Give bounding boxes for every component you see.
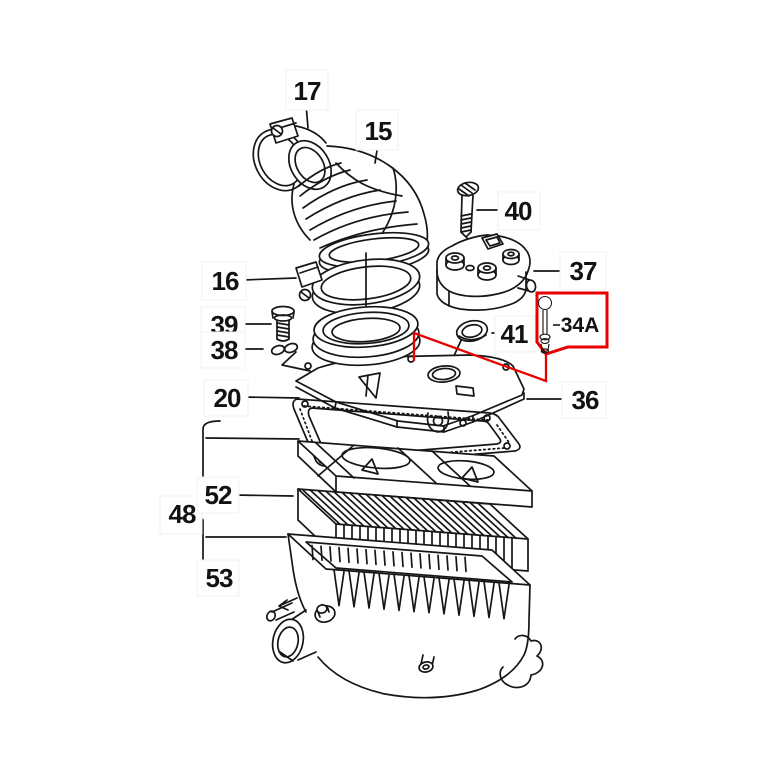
intake-hose-drawing	[252, 117, 430, 275]
highlight-contents: 34A	[538, 296, 600, 354]
svg-text:16: 16	[212, 266, 239, 296]
part-label-20[interactable]: 20	[203, 379, 249, 417]
lower-housing-53-drawing	[265, 533, 544, 699]
highlight-callout-34a[interactable]	[412, 291, 609, 383]
upper-frame-drawing	[297, 440, 533, 508]
part-labels: 17 15 40 16 37 39 38 41 20 36	[159, 69, 607, 597]
part-label-16[interactable]: 16	[201, 261, 247, 301]
svg-text:20: 20	[214, 383, 241, 413]
pin-34a-icon	[538, 296, 560, 354]
diagram-line-art	[195, 103, 571, 699]
part-label-34a[interactable]: 34A	[561, 314, 600, 337]
svg-text:36: 36	[572, 385, 599, 415]
svg-text:40: 40	[505, 196, 532, 226]
svg-text:37: 37	[570, 256, 597, 286]
part-label-53[interactable]: 53	[196, 559, 240, 597]
part-label-41[interactable]: 41	[494, 315, 536, 353]
clip-38-drawing	[270, 342, 311, 372]
svg-text:38: 38	[211, 335, 238, 365]
part-label-38[interactable]: 38	[200, 331, 246, 369]
regulator-box-37-drawing	[436, 233, 537, 311]
svg-text:48: 48	[169, 499, 196, 529]
part-label-15[interactable]: 15	[355, 109, 399, 151]
svg-text:41: 41	[501, 319, 528, 349]
seal-41-drawing	[455, 319, 489, 343]
bolt-39-drawing	[271, 305, 295, 342]
part-label-36[interactable]: 36	[561, 381, 607, 419]
svg-text:15: 15	[365, 116, 392, 146]
cover-36-drawing	[295, 305, 525, 433]
svg-text:17: 17	[294, 76, 321, 106]
highlight-leader-line	[412, 331, 548, 383]
part-label-52[interactable]: 52	[196, 476, 240, 514]
svg-text:52: 52	[205, 480, 232, 510]
leader-lines	[205, 103, 571, 538]
part-label-40[interactable]: 40	[497, 191, 541, 231]
part-label-48[interactable]: 48	[159, 495, 203, 535]
part-label-17[interactable]: 17	[285, 69, 329, 111]
svg-text:53: 53	[206, 563, 233, 593]
highlight-box	[535, 291, 609, 356]
part-label-37[interactable]: 37	[559, 251, 607, 291]
